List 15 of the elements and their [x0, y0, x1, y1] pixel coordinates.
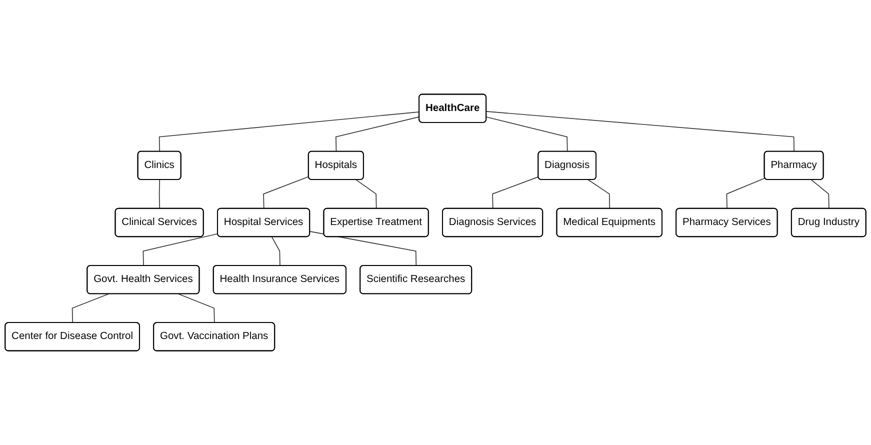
connector: [158, 111, 420, 152]
connector: [178, 294, 215, 324]
connector: [726, 178, 766, 210]
connector: [356, 179, 377, 210]
connector: [158, 179, 160, 210]
connector: [486, 116, 568, 152]
connector: [810, 179, 830, 210]
connector: [263, 176, 310, 210]
connector: [336, 116, 420, 152]
connector: [271, 236, 280, 266]
connector: [142, 233, 218, 266]
connector: [492, 176, 539, 210]
connector: [588, 179, 610, 210]
connector: [486, 111, 795, 152]
connector: [72, 294, 109, 324]
